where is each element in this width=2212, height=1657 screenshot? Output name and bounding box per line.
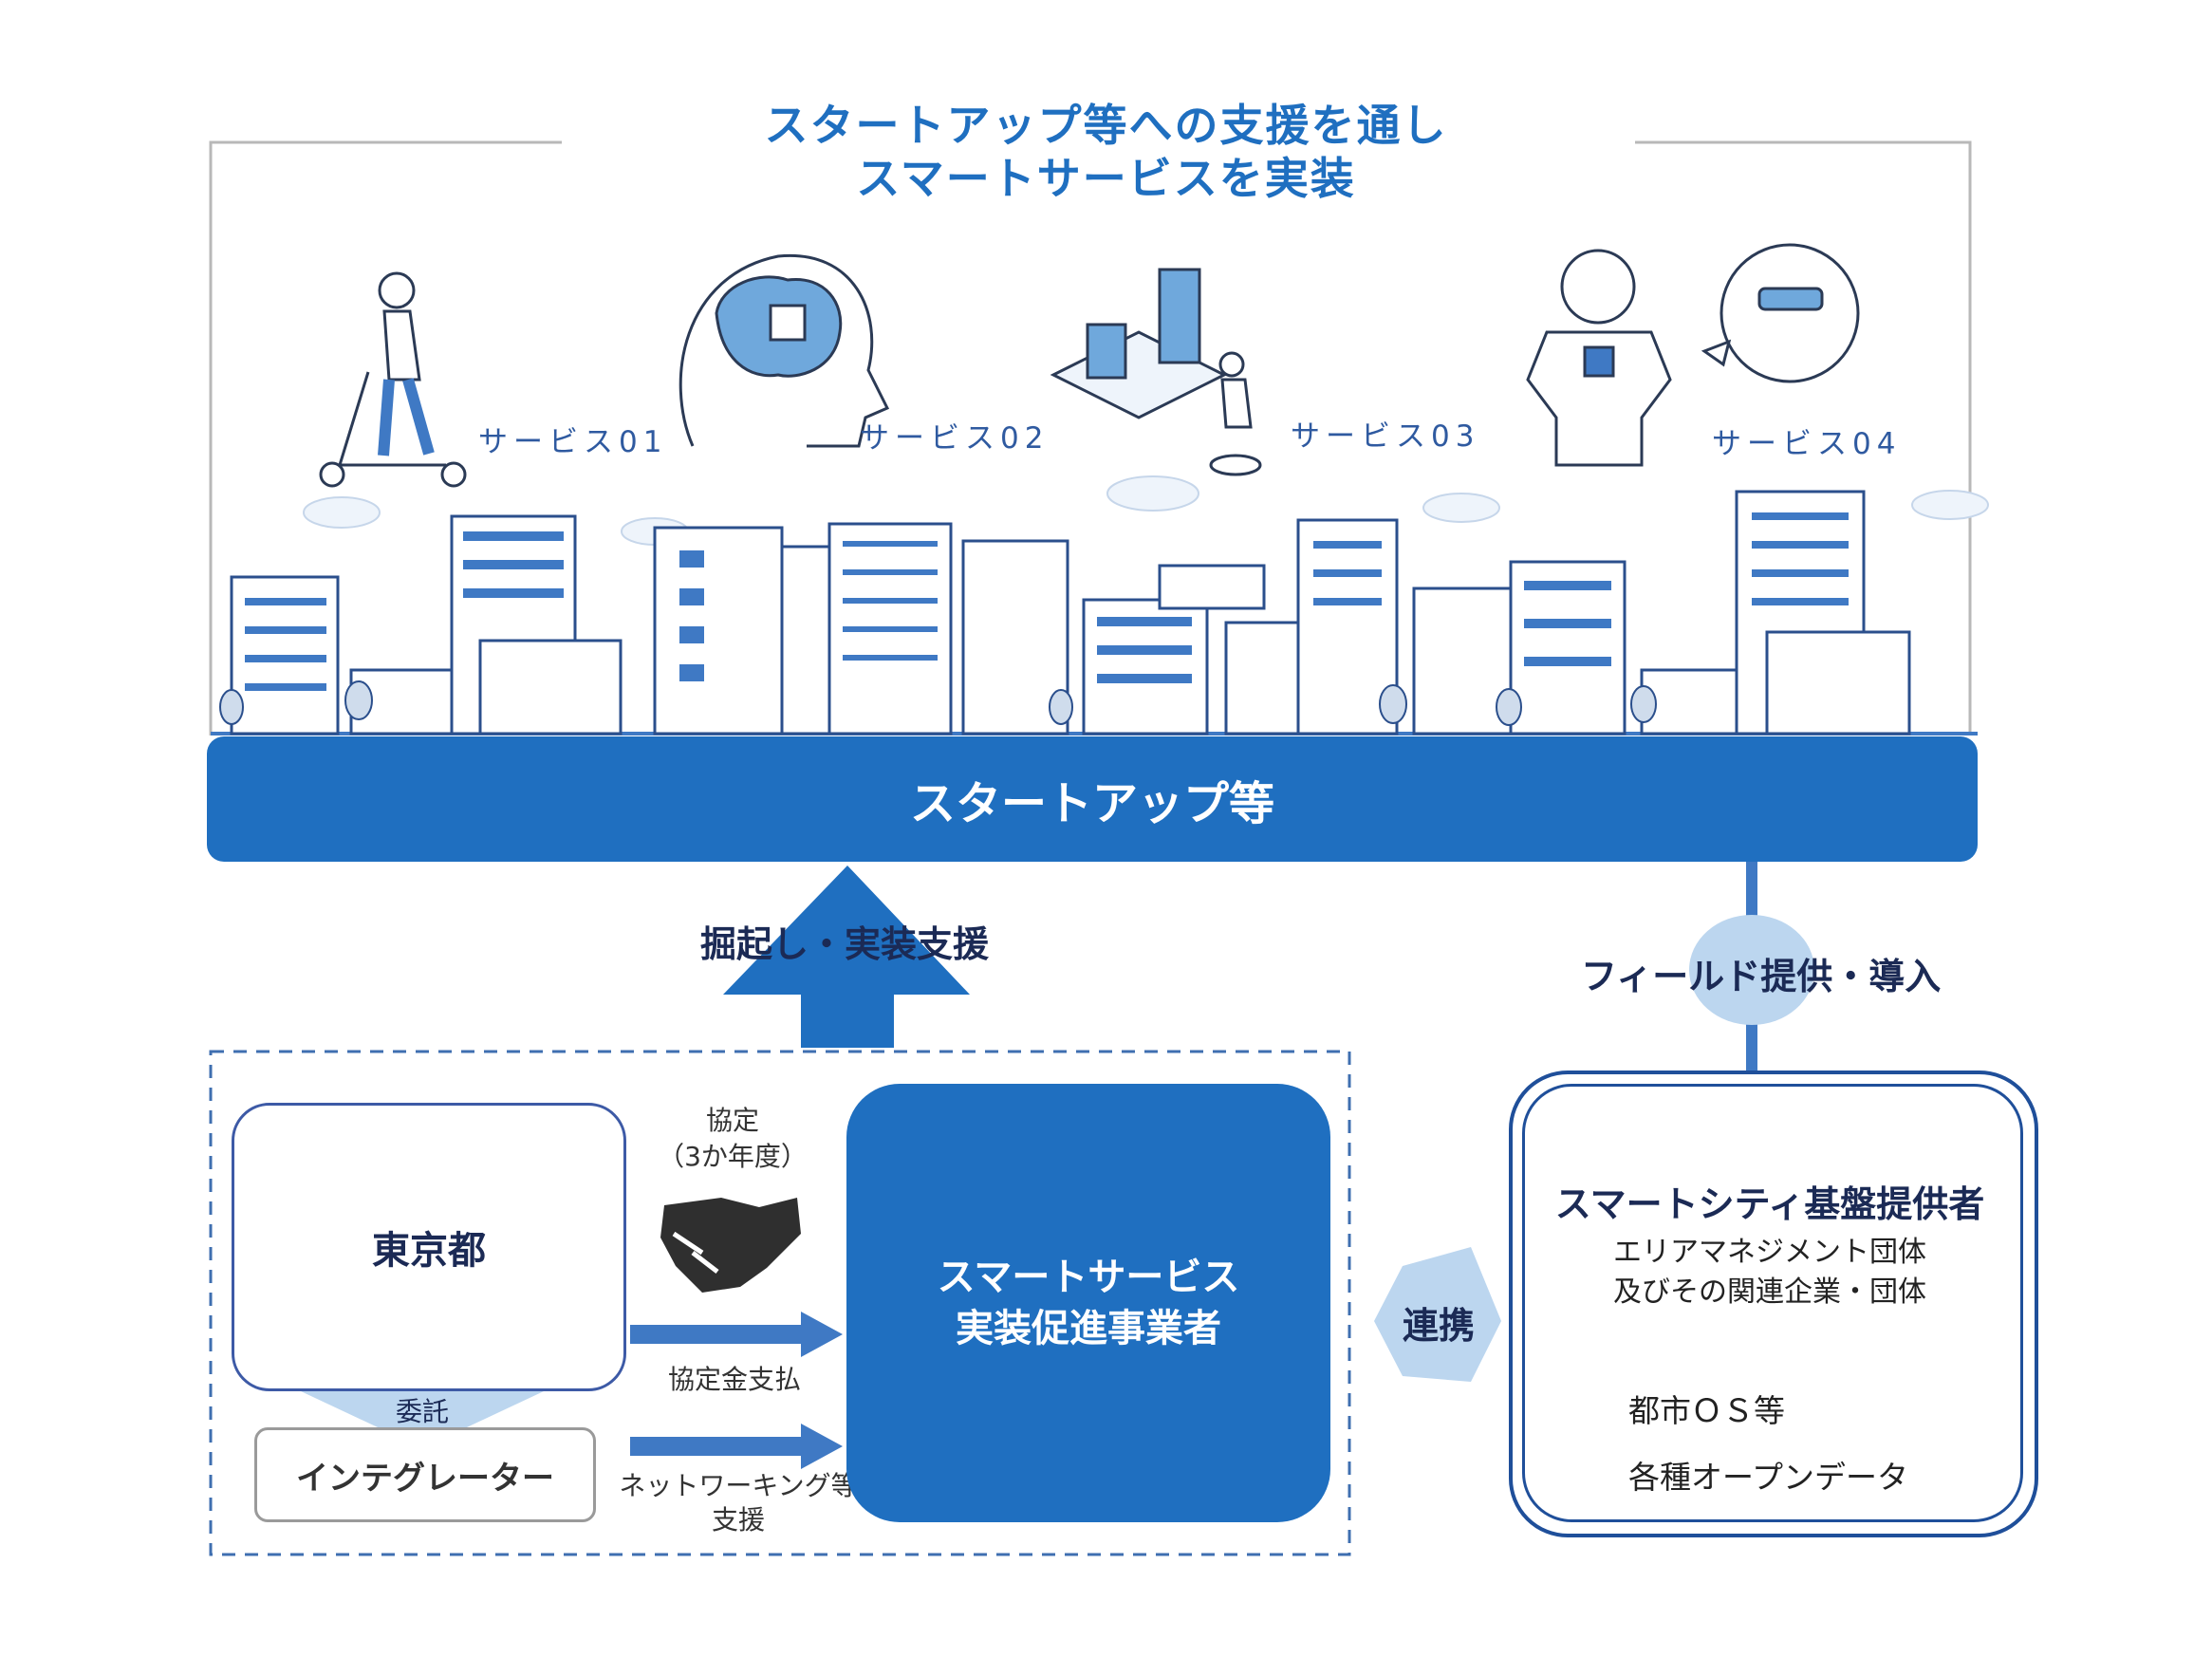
cooperation-label: 連携	[1402, 1305, 1475, 1347]
top-frame-right	[1635, 140, 1972, 735]
tokyo-label: 東京都	[372, 1229, 486, 1273]
agreement-line1: 協定	[705, 1105, 759, 1136]
startup-bar: スタートアップ等	[207, 736, 1978, 862]
dashed-group-frame	[209, 1050, 1351, 1556]
delegation-label: 委託	[395, 1396, 449, 1427]
scooter-rider-icon	[319, 271, 467, 488]
cooperation-badge	[1374, 1247, 1501, 1382]
integrator-label: インテグレーター	[296, 1459, 554, 1498]
provider-sub2: 及びその関連企業・団体	[1613, 1275, 1926, 1309]
provider-title: スマートシティ基盤提供者	[1554, 1183, 1985, 1225]
payment-arrow	[630, 1312, 843, 1357]
agreement-label: 協定 （3か年度）	[641, 1103, 824, 1175]
support-label: 掘起し・実装支援	[700, 923, 990, 965]
networking-line2: 支援	[711, 1504, 765, 1536]
service-01-label: サービス01	[478, 425, 668, 459]
provider-outer-border	[1509, 1071, 2038, 1537]
tree-icons	[219, 680, 1657, 726]
integrator-box: インテグレーター	[254, 1427, 596, 1522]
promoter-line1: スマートサービス	[937, 1256, 1240, 1299]
diagram-title-line1: スタートアップ等への支援を通し	[764, 100, 1448, 151]
startup-bar-label: スタートアップ等	[909, 777, 1274, 830]
agreement-line2: （3か年度）	[658, 1140, 808, 1172]
service-04-label: サービス04	[1712, 427, 1902, 461]
provider-box	[1522, 1084, 2023, 1522]
resource-item-open-data: 各種オープンデータ	[1628, 1459, 1909, 1496]
delegation-triangle	[285, 1384, 560, 1448]
networking-line1: ネットワーキング等	[619, 1470, 858, 1501]
payment-label: 協定金支払	[667, 1364, 801, 1395]
ai-brain-icon	[678, 253, 890, 448]
robot-icon	[1526, 249, 1672, 467]
city-illustration	[209, 140, 1989, 735]
vr-user-bubble-icon	[1701, 243, 1860, 383]
service-03-label: サービス03	[1291, 419, 1480, 454]
handshake-icon	[660, 1198, 801, 1293]
networking-label: ネットワーキング等 支援	[617, 1469, 860, 1538]
field-link-badge	[1689, 915, 1814, 1025]
promoter-box: スマートサービス 実装促進事業者	[846, 1084, 1330, 1522]
networking-arrow	[630, 1424, 843, 1469]
top-frame-left	[209, 140, 562, 735]
promoter-line2: 実装促進事業者	[956, 1307, 1221, 1350]
provider-sub1: エリアマネジメント団体	[1613, 1236, 1926, 1269]
tokyo-box: 東京都	[232, 1103, 626, 1391]
field-link-label: フィールド提供・導入	[1581, 956, 1942, 997]
support-up-arrow	[723, 866, 970, 1048]
diagram-title-line2: スマートサービスを実装	[856, 153, 1356, 204]
service-02-label: サービス02	[860, 421, 1050, 456]
building-windows	[245, 512, 1849, 691]
resource-item-city-os: 都市ＯＳ等	[1628, 1392, 1785, 1429]
vr-building-icon	[1050, 268, 1262, 476]
